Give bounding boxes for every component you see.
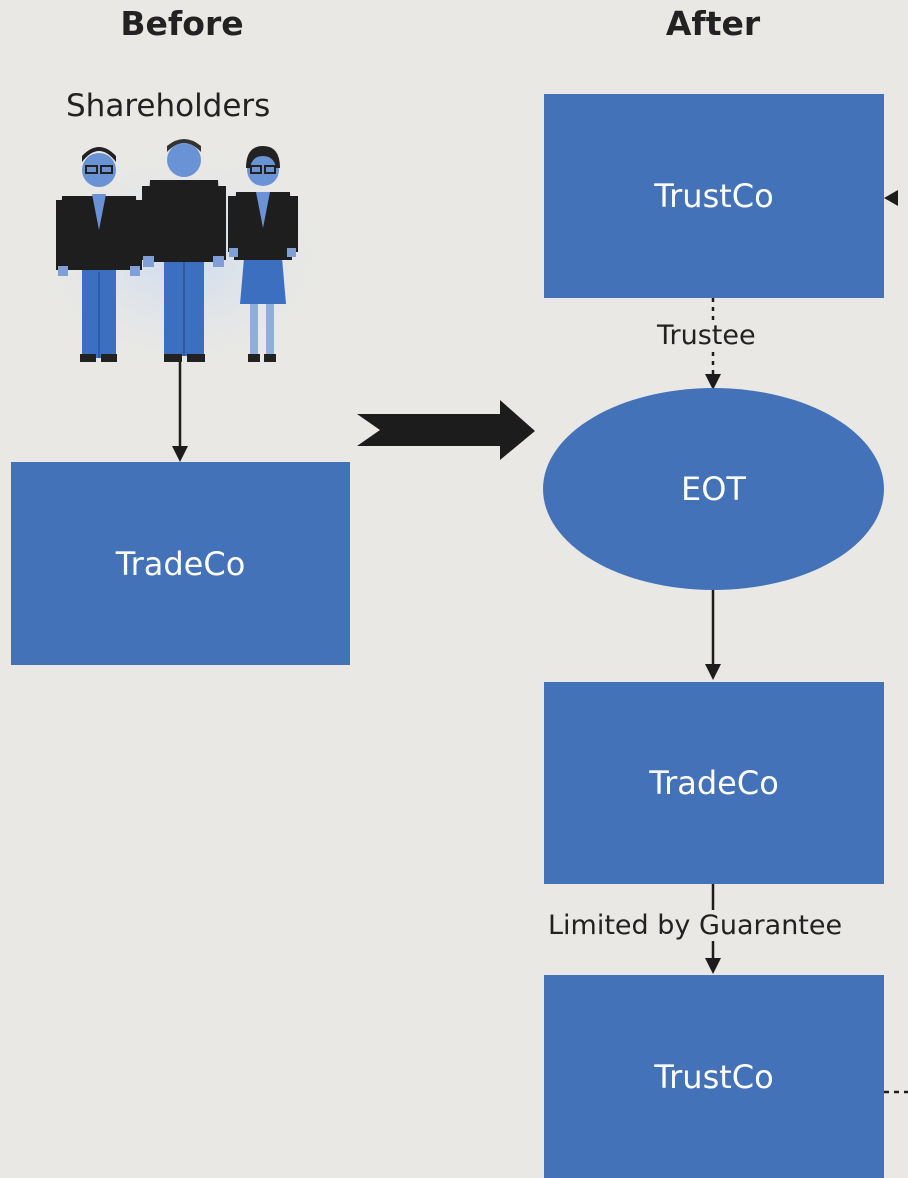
person-2-icon xyxy=(142,139,226,362)
after-trustco-bottom-label: TrustCo xyxy=(654,1057,774,1096)
trustee-label: Trustee xyxy=(655,320,758,351)
people-icon xyxy=(22,138,342,378)
after-trustco-bottom-box: TrustCo xyxy=(544,975,884,1178)
eot-label: EOT xyxy=(681,470,746,508)
after-tradeco-box: TradeCo xyxy=(544,682,884,884)
transition-arrow-icon xyxy=(357,400,535,460)
after-trustco-top-label: TrustCo xyxy=(654,177,774,215)
after-heading: After xyxy=(665,4,761,43)
eot-to-tradeco-arrow xyxy=(705,590,721,680)
after-tradeco-label: TradeCo xyxy=(649,764,779,802)
eot-ellipse: EOT xyxy=(543,388,884,590)
person-3-icon xyxy=(228,146,298,362)
feedback-connector xyxy=(884,190,908,1094)
before-tradeco-label: TradeCo xyxy=(115,544,246,583)
limited-by-guarantee-label: Limited by Guarantee xyxy=(546,910,845,941)
person-1-icon xyxy=(56,147,142,362)
before-tradeco-box: TradeCo xyxy=(11,462,350,665)
after-trustco-top-box: TrustCo xyxy=(544,94,884,298)
shareholders-label: Shareholders xyxy=(66,88,271,124)
before-heading: Before xyxy=(120,4,244,43)
shareholders-to-tradeco-arrow xyxy=(172,362,188,462)
